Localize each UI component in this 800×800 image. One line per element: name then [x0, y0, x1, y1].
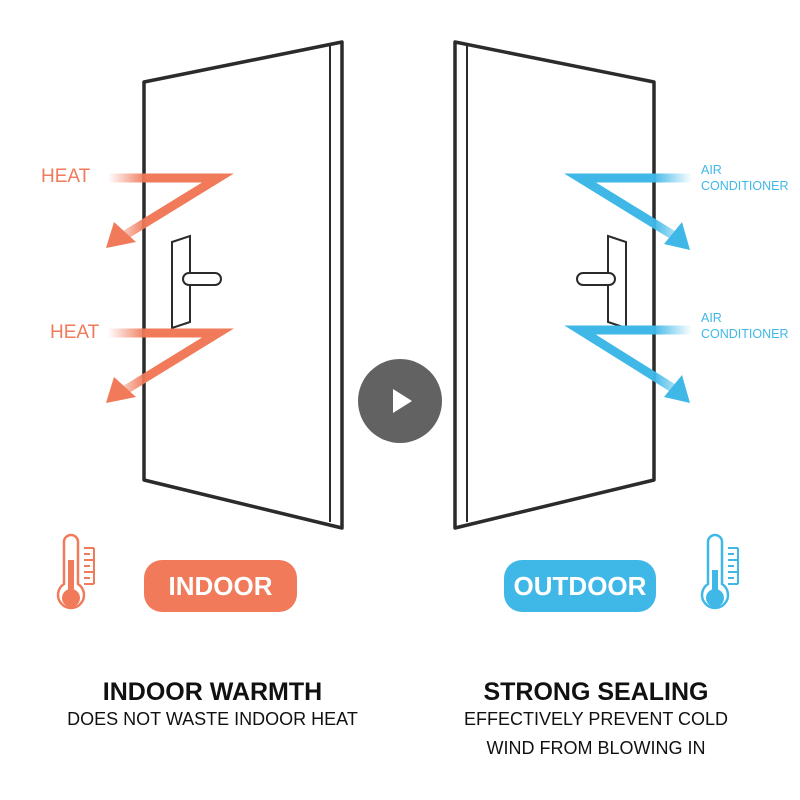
left-caption-subtitle: DOES NOT WASTE INDOOR HEAT — [67, 709, 358, 729]
left-caption: INDOOR WARMTH DOES NOT WASTE INDOOR HEAT — [30, 678, 395, 730]
ac-label-upper: AIR CONDITIONER — [701, 163, 789, 193]
right-door — [453, 40, 656, 530]
right-caption-title: STRONG SEALING — [483, 678, 709, 706]
right-caption: STRONG SEALING EFFECTIVELY PREVENT COLD … — [410, 678, 782, 759]
ac-arrow-upper — [564, 173, 692, 250]
play-icon — [393, 389, 412, 413]
heat-label-lower: HEAT — [50, 322, 100, 343]
left-caption-title: INDOOR WARMTH — [102, 678, 323, 706]
indoor-badge: INDOOR — [144, 560, 297, 612]
heat-arrow-upper — [106, 173, 234, 248]
ac-label-lower: AIR CONDITIONER — [701, 311, 789, 341]
outdoor-badge: OUTDOOR — [504, 560, 656, 612]
thermometer-cool-icon — [700, 533, 739, 610]
heat-label-upper: HEAT — [41, 166, 91, 187]
right-caption-subtitle-line1: EFFECTIVELY PREVENT COLD — [463, 709, 729, 729]
ac-arrow-lower — [564, 325, 692, 403]
play-button[interactable] — [358, 359, 442, 443]
heat-arrow-lower — [106, 328, 234, 403]
left-door — [142, 40, 344, 530]
right-door-handle — [576, 234, 627, 330]
left-door-handle — [171, 234, 222, 330]
thermometer-warm-icon — [56, 533, 95, 610]
right-caption-subtitle-line2: WIND FROM BLOWING IN — [486, 738, 706, 758]
